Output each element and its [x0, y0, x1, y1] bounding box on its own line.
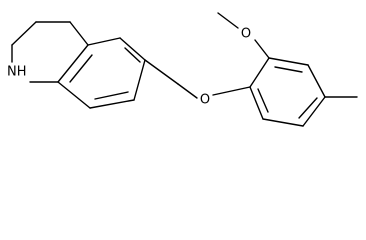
bond: [89, 99, 135, 109]
ether-oxygen-label: O: [200, 93, 210, 108]
bond: [119, 37, 146, 61]
bond: [177, 83, 198, 99]
bond: [124, 47, 141, 63]
bond: [302, 96, 326, 127]
bond: [212, 86, 251, 96]
atom-labels: NH O O: [7, 27, 251, 108]
bond: [249, 57, 270, 88]
bond: [87, 37, 121, 46]
bond: [254, 39, 270, 59]
bond: [268, 57, 309, 66]
bond: [94, 91, 129, 100]
structure-canvas: NH O O: [7, 12, 358, 127]
bond: [257, 88, 269, 113]
bond: [57, 81, 91, 109]
bond: [69, 21, 89, 46]
bond: [133, 59, 146, 101]
bond: [57, 44, 89, 83]
amine-nh-label: NH: [7, 65, 27, 80]
bond: [274, 66, 303, 73]
bond: [307, 64, 326, 98]
bond: [144, 59, 179, 85]
molecule-diagram: NH O O: [7, 12, 358, 127]
bond: [298, 97, 318, 119]
bond: [262, 118, 304, 127]
bond: [217, 12, 239, 29]
bonds: [11, 12, 358, 127]
bond: [249, 86, 264, 120]
bond: [69, 54, 93, 83]
methoxy-oxygen-label: O: [241, 27, 251, 42]
bond: [11, 21, 37, 46]
